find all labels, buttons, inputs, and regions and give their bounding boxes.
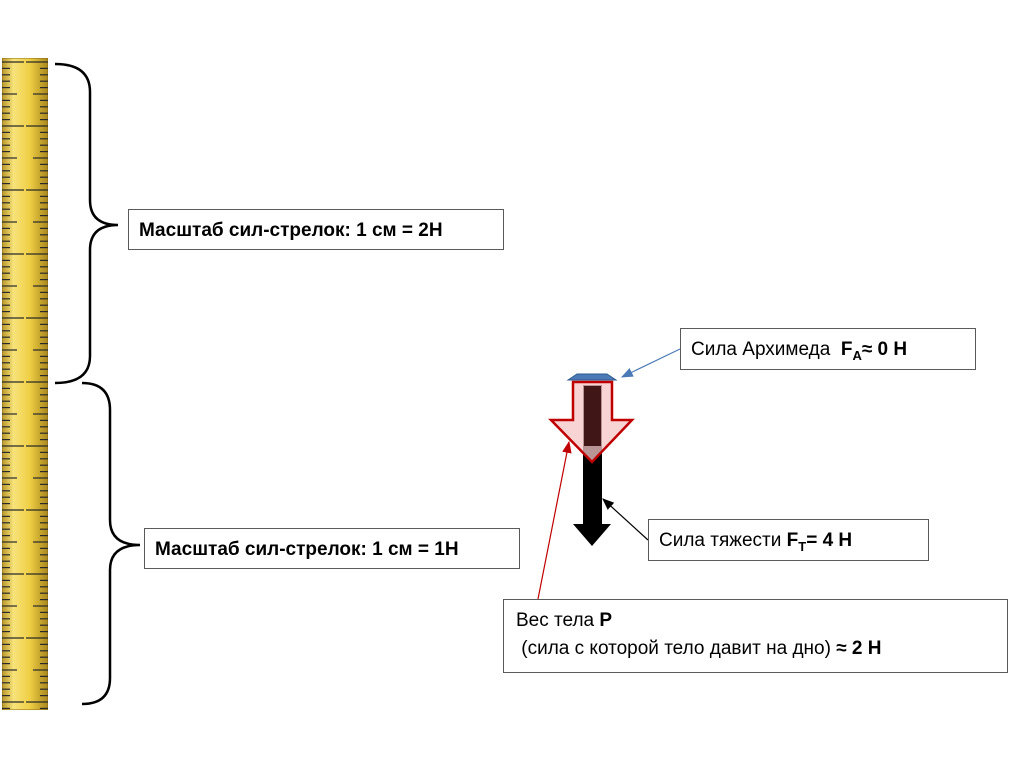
gravity-force-subscript: T <box>798 539 807 554</box>
gravity-force-name: Сила тяжести <box>659 530 782 551</box>
body-weight-name: Вес тела <box>516 610 595 631</box>
gravity-force-symbol: F <box>786 530 799 551</box>
body-weight-label: Вес тела Р (сила с которой тело давит на… <box>503 599 1008 673</box>
archimedes-force-name: Сила Архимеда <box>691 339 831 360</box>
archimedes-callout-line <box>620 348 681 378</box>
gravity-force-value: = 4 Н <box>806 530 853 551</box>
upper-scale-label: Масштаб сил-стрелок: 1 см = 2Н <box>128 209 504 250</box>
body-weight-value: ≈ 2 Н <box>836 638 882 659</box>
gravity-callout-line <box>602 498 649 541</box>
archimedes-force-symbol: F <box>840 339 853 360</box>
weight-callout-line <box>537 440 572 600</box>
archimedes-force-value: ≈ 0 Н <box>861 339 908 360</box>
body-weight-description: (сила с которой тело давит на дно) <box>521 638 831 659</box>
gravity-arrowhead <box>573 524 611 546</box>
archimedes-force-label: Сила Архимеда FA≈ 0 Н <box>680 328 976 370</box>
gravity-force-label: Сила тяжести FT= 4 Н <box>648 519 929 561</box>
upper-scale-brace <box>54 62 119 385</box>
body-weight-symbol: Р <box>599 610 613 631</box>
archimedes-force-subscript: A <box>852 348 862 363</box>
lower-scale-brace <box>81 381 141 706</box>
lower-scale-label: Масштаб сил-стрелок: 1 см = 1Н <box>144 528 520 569</box>
archimedes-arrow-cap <box>566 373 618 381</box>
measuring-ruler-icon <box>2 58 48 710</box>
